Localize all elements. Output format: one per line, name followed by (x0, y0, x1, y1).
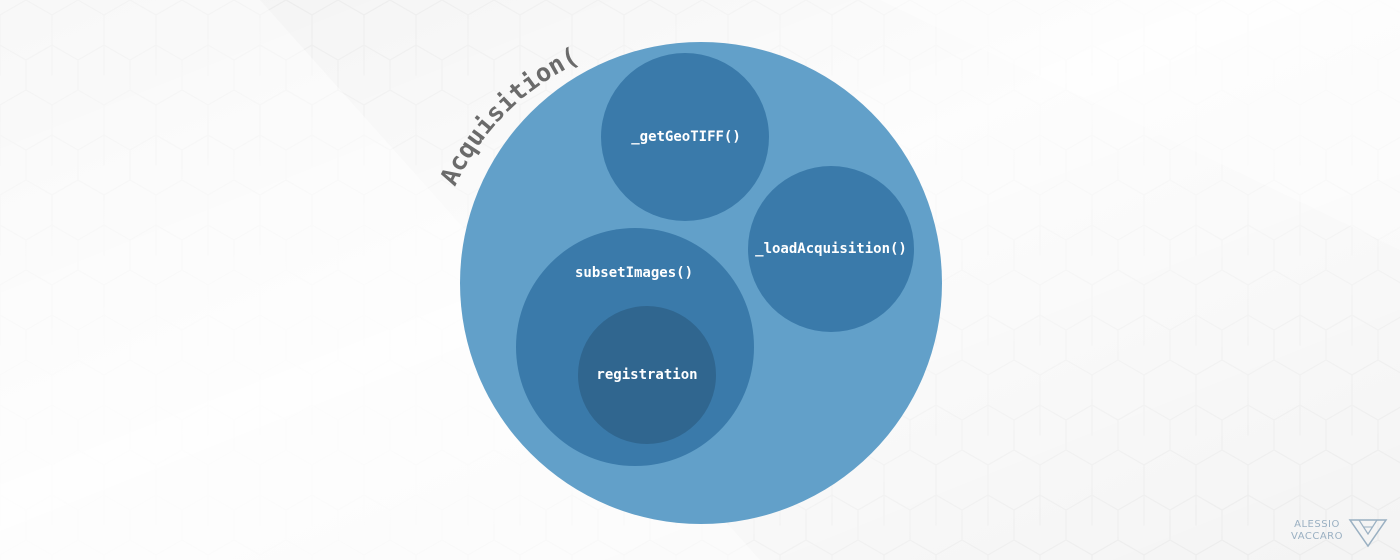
loadacquisition-label: _loadAcquisition() (755, 241, 907, 257)
loadacquisition-circle (748, 166, 914, 332)
logo-line1: ALESSIO (1294, 519, 1340, 530)
registration-circle (578, 306, 716, 444)
author-logo: ALESSIO VACCARO (1288, 516, 1394, 556)
subsetimages-label: subsetImages() (574, 265, 694, 281)
registration-label: registration (596, 367, 698, 383)
logo-text: ALESSIO VACCARO (1288, 519, 1346, 543)
svg-text:Acquisition(): Acquisition() (0, 0, 583, 190)
triangle-logo-icon (1348, 519, 1388, 548)
getgeotiff-label: _getGeoTIFF() (631, 129, 741, 145)
getgeotiff-circle (601, 53, 769, 221)
logo-line2: VACCARO (1291, 531, 1343, 542)
acquisition-title-text: Acquisition() (0, 0, 583, 190)
